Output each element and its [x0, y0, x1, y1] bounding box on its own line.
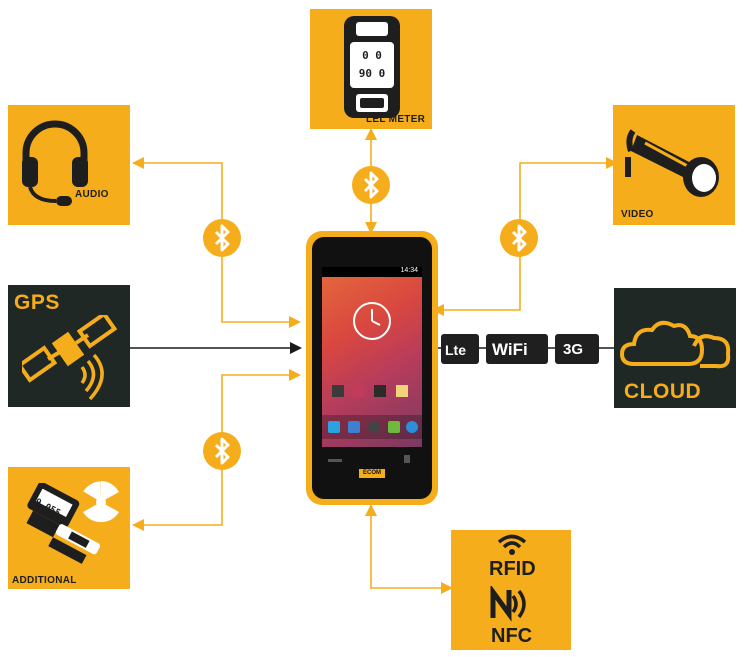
3g-badge: 3G	[555, 334, 599, 364]
app-drawer-icon[interactable]	[368, 421, 380, 433]
arrow-lel-down	[365, 222, 377, 234]
arrow-lel-up	[365, 128, 377, 140]
geiger-counter-icon	[26, 483, 101, 564]
arrow-rfid-up	[365, 504, 377, 516]
bluetooth-icon	[352, 166, 390, 204]
wifi-badge: WiFi	[486, 334, 548, 364]
arrow-from-video	[432, 304, 444, 316]
tile-lel-meter[interactable]: 0 0 90 0 LEL METER	[310, 9, 432, 129]
arrow-audio	[132, 157, 144, 169]
bluetooth-icon	[500, 219, 538, 257]
tile-label-nfc: NFC	[491, 625, 533, 647]
tile-additional[interactable]: 9.055 ADDITIONAL	[8, 467, 130, 589]
tile-label-additional: ADDITIONAL	[12, 575, 77, 586]
tile-cloud[interactable]: CLOUD	[614, 288, 736, 408]
app-icon[interactable]	[332, 385, 344, 397]
app-icon[interactable]	[352, 385, 364, 397]
status-bar: 14:34	[322, 267, 422, 277]
lte-label: Lte	[445, 342, 466, 358]
arrow-video	[606, 157, 618, 169]
nfc-icon	[490, 586, 526, 622]
tile-audio[interactable]: AUDIO	[8, 105, 130, 225]
arrow-gps	[290, 342, 302, 354]
meter-display-top: 0 0	[362, 49, 382, 62]
satellite-icon	[22, 315, 118, 401]
rugged-phone[interactable]: 14:34 ECOM	[306, 231, 438, 505]
home-key[interactable]	[404, 455, 410, 463]
tile-label-video: VIDEO	[621, 209, 654, 220]
wifi-label: WiFi	[492, 340, 528, 359]
status-time: 14:34	[400, 267, 418, 274]
gas-meter-icon	[344, 16, 400, 118]
tile-video[interactable]: VIDEO	[613, 105, 735, 225]
meter-display-bottom: 90 0	[358, 67, 386, 80]
arrow-to-phone-top	[289, 316, 301, 328]
bluetooth-icon	[203, 432, 241, 470]
phone-screen[interactable]: 14:34	[322, 267, 422, 447]
headset-icon	[22, 120, 88, 206]
phone-brand: ECOM	[359, 469, 385, 478]
clock-widget-icon	[353, 302, 391, 340]
bluetooth-icon	[203, 219, 241, 257]
tile-rfid-nfc[interactable]: RFID NFC	[451, 530, 571, 650]
cloud-icon	[620, 320, 731, 369]
line-rfid	[370, 508, 448, 589]
arrow-additional	[132, 519, 144, 531]
lte-badge: Lte	[441, 334, 479, 364]
arrow-rfid-right	[441, 582, 453, 594]
phone-app-icon[interactable]	[328, 421, 340, 433]
tile-label-gps: GPS	[14, 291, 60, 314]
wifi-signal-icon	[497, 534, 527, 555]
tile-label-lel-meter: LEL METER	[366, 114, 426, 125]
back-key[interactable]	[328, 459, 342, 462]
messages-app-icon[interactable]	[388, 421, 400, 433]
3g-label: 3G	[563, 341, 584, 358]
radiation-icon	[83, 481, 119, 523]
tile-gps[interactable]: GPS	[8, 285, 130, 407]
security-camera-icon	[625, 129, 719, 197]
dock	[322, 415, 422, 439]
tile-label-cloud: CLOUD	[624, 380, 702, 403]
app-icon[interactable]	[374, 385, 386, 397]
contacts-app-icon[interactable]	[348, 421, 360, 433]
tile-label-audio: AUDIO	[75, 189, 109, 200]
tile-label-rfid: RFID	[489, 558, 536, 580]
browser-app-icon[interactable]	[406, 421, 418, 433]
app-icon[interactable]	[396, 385, 408, 397]
arrow-to-phone-bottom	[289, 369, 301, 381]
